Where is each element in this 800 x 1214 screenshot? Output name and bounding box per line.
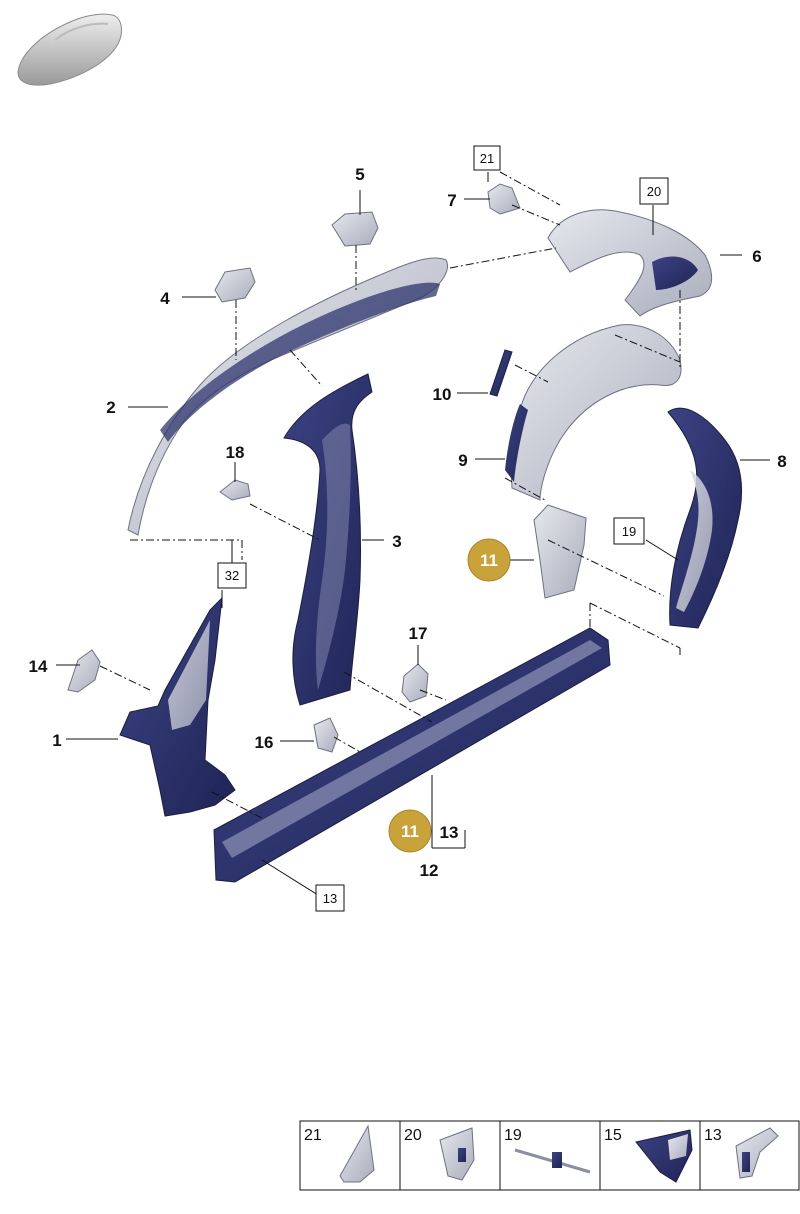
part-bracket-7 [487,183,521,215]
svg-text:19: 19 [504,1127,522,1144]
callout-9: 9 [458,451,467,470]
svg-text:15: 15 [604,1127,622,1144]
part-bracket-17 [401,663,429,703]
part-bracket-4 [214,267,256,303]
part-quarter-inner [667,407,742,629]
boxed-refs: 21 20 19 32 13 [217,145,669,912]
leader-lines [56,172,770,896]
boxed-ref-21[interactable]: 21 [473,145,501,171]
gusset-bracket-icon [439,1127,475,1181]
boxed-ref-32[interactable]: 32 [217,562,247,589]
svg-text:13: 13 [323,891,337,906]
callout-14: 14 [29,657,48,676]
part-b-pillar [283,373,373,706]
dash-dot-lines [99,171,681,819]
highlight-marker-11-lower[interactable]: 11 [388,809,432,853]
callout-18: 18 [226,443,245,462]
boxed-ref-19[interactable]: 19 [613,517,645,545]
highlight-marker-11-upper[interactable]: 11 [467,538,511,582]
callout-7: 7 [447,191,456,210]
callout-3: 3 [392,532,401,551]
part-bracket-5 [331,211,379,247]
callout-17: 17 [409,624,428,643]
part-bracket-16 [313,717,339,753]
boxed-ref-13[interactable]: 13 [315,884,345,912]
callout-labels: 4 2 5 7 6 10 9 8 3 18 17 16 14 1 13 12 [29,165,787,880]
legend-cell-15[interactable]: 15 [604,1127,693,1183]
legend-cell-21[interactable]: 21 [304,1124,375,1183]
svg-text:11: 11 [401,822,419,841]
svg-text:13: 13 [704,1127,722,1144]
callout-16: 16 [255,733,274,752]
rod-bracket-icon [514,1148,591,1174]
triangle-bracket-icon [339,1124,375,1183]
svg-text:20: 20 [647,184,661,199]
callout-13: 13 [440,823,459,842]
part-quarter-upper [547,209,713,317]
angle-bracket-icon [735,1127,779,1179]
callout-10: 10 [433,385,452,404]
svg-text:19: 19 [622,524,636,539]
callout-5: 5 [355,165,364,184]
part-strip-10 [489,349,513,397]
part-roof-rail [127,257,448,536]
part-bracket-14 [67,649,101,693]
callout-8: 8 [777,452,786,471]
part-a-pillar-lower [119,596,236,817]
svg-text:32: 32 [225,568,239,583]
legend-cell-13[interactable]: 13 [704,1127,779,1179]
legend-cell-20[interactable]: 20 [404,1127,475,1181]
callout-2: 2 [106,398,115,417]
svg-text:11: 11 [480,551,498,570]
part-wheelhouse [505,324,682,501]
legend-cell-19[interactable]: 19 [504,1127,591,1174]
callout-6: 6 [752,247,761,266]
plate-bracket-icon [635,1129,693,1183]
vehicle-thumbnail-icon [17,13,123,86]
callout-1: 1 [52,731,61,750]
callout-12: 12 [420,861,439,880]
svg-text:21: 21 [304,1127,322,1144]
legend-strip: 21 20 19 15 13 [299,1120,800,1191]
svg-text:21: 21 [480,151,494,166]
boxed-ref-20[interactable]: 20 [639,177,669,205]
part-rocker-sill [213,627,611,883]
callout-4: 4 [160,289,170,308]
part-bracket-11 [533,504,587,599]
svg-text:20: 20 [404,1127,422,1144]
part-bracket-18 [219,479,251,501]
